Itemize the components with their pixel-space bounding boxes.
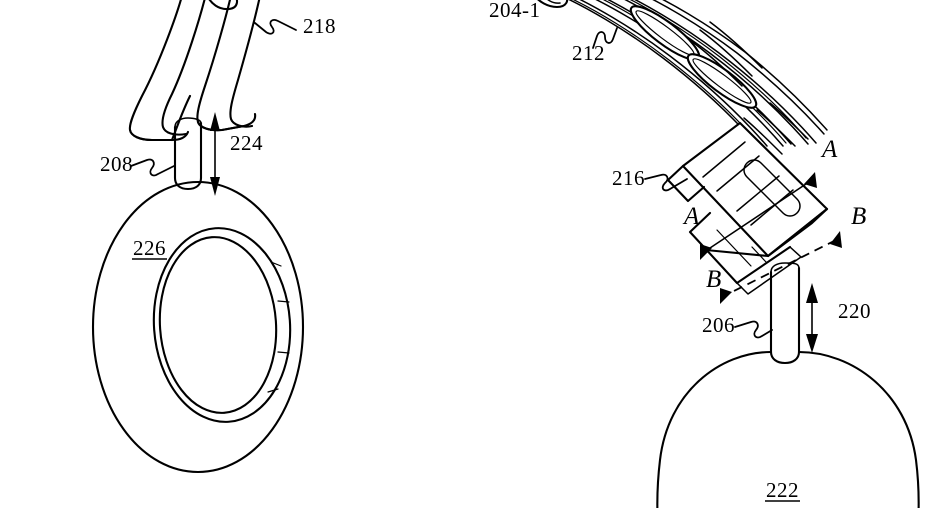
section-letter-a-lower: A (682, 203, 700, 230)
ref-label-220: 220 (838, 299, 871, 323)
leader-line-218 (254, 19, 297, 35)
ref-label-224: 224 (230, 131, 263, 155)
right-earcup-body (656, 350, 920, 508)
left-earcup-body (91, 180, 305, 474)
ref-label-206: 206 (702, 313, 735, 337)
vertical-travel-arrow (210, 112, 220, 196)
earcup-stem-post-right (769, 262, 801, 365)
leader-line-208 (130, 158, 175, 177)
section-letter-a-upper: A (820, 136, 838, 163)
section-line-b-b (720, 231, 842, 304)
ref-label-222: 222 (766, 478, 799, 502)
leader-line-206 (734, 320, 773, 339)
headband-strands-into-slider (743, 102, 809, 155)
ref-label-212: 212 (572, 41, 605, 65)
headband-strand-overlay (689, 21, 763, 87)
headband-arm-yoke (128, 0, 261, 142)
section-line-a-a (700, 172, 817, 260)
ref-label-216: 216 (612, 166, 645, 190)
ref-label-218: 218 (303, 14, 336, 38)
ref-label-204-1: 204-1 (489, 0, 541, 22)
ref-label-208: 208 (100, 152, 133, 176)
vertical-travel-arrow-right (806, 283, 818, 353)
section-letter-b-lower: B (706, 266, 721, 293)
ref-label-226: 226 (133, 236, 166, 260)
slider-housing (666, 121, 829, 295)
section-letter-b-upper: B (851, 203, 866, 230)
leader-line-216 (644, 173, 688, 192)
leader-line-212 (592, 27, 618, 49)
